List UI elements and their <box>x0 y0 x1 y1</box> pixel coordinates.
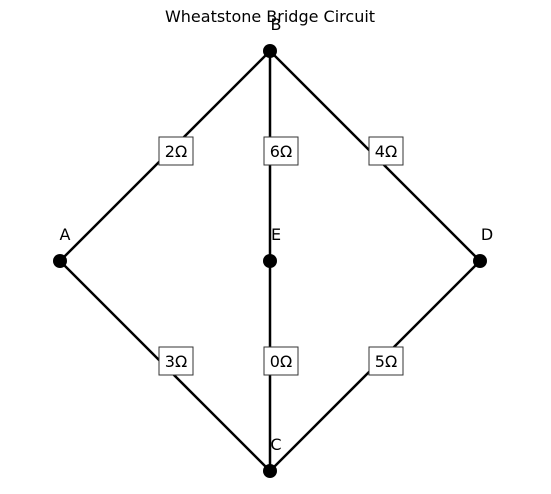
node-e-label: E <box>271 225 281 244</box>
node-b-label: B <box>271 15 282 34</box>
diagram-title: Wheatstone Bridge Circuit <box>165 7 375 26</box>
resistor-label-box <box>263 346 299 376</box>
nodes-layer: A B C D E <box>53 15 493 478</box>
resistor-value-label: 4Ω <box>375 142 397 161</box>
resistor-value-label: 2Ω <box>165 142 187 161</box>
resistor-value-label: 5Ω <box>375 352 397 371</box>
resistor-label-b-e: 6Ω <box>263 136 299 166</box>
resistor-value-label: 3Ω <box>165 352 187 371</box>
node-d-dot <box>473 254 487 268</box>
node-c-label: C <box>270 435 281 454</box>
resistor-label-b-d: 4Ω <box>368 136 404 166</box>
resistor-label-a-b: 2Ω <box>158 136 194 166</box>
node-d-label: D <box>481 225 493 244</box>
resistor-label-box <box>368 136 404 166</box>
node-b-dot <box>263 44 277 58</box>
node-e-dot <box>263 254 277 268</box>
node-c-dot <box>263 464 277 478</box>
node-a-dot <box>53 254 67 268</box>
resistor-label-e-c: 0Ω <box>263 346 299 376</box>
resistor-label-box <box>158 346 194 376</box>
resistor-labels-layer: 2Ω 6Ω 4Ω 3Ω 0Ω 5Ω <box>158 136 404 376</box>
resistor-label-d-c: 5Ω <box>368 346 404 376</box>
resistor-value-label: 6Ω <box>270 142 292 161</box>
resistor-label-box <box>158 136 194 166</box>
resistor-label-a-c: 3Ω <box>158 346 194 376</box>
resistor-label-box <box>263 136 299 166</box>
resistor-value-label: 0Ω <box>270 352 292 371</box>
resistor-label-box <box>368 346 404 376</box>
node-a-label: A <box>60 225 71 244</box>
